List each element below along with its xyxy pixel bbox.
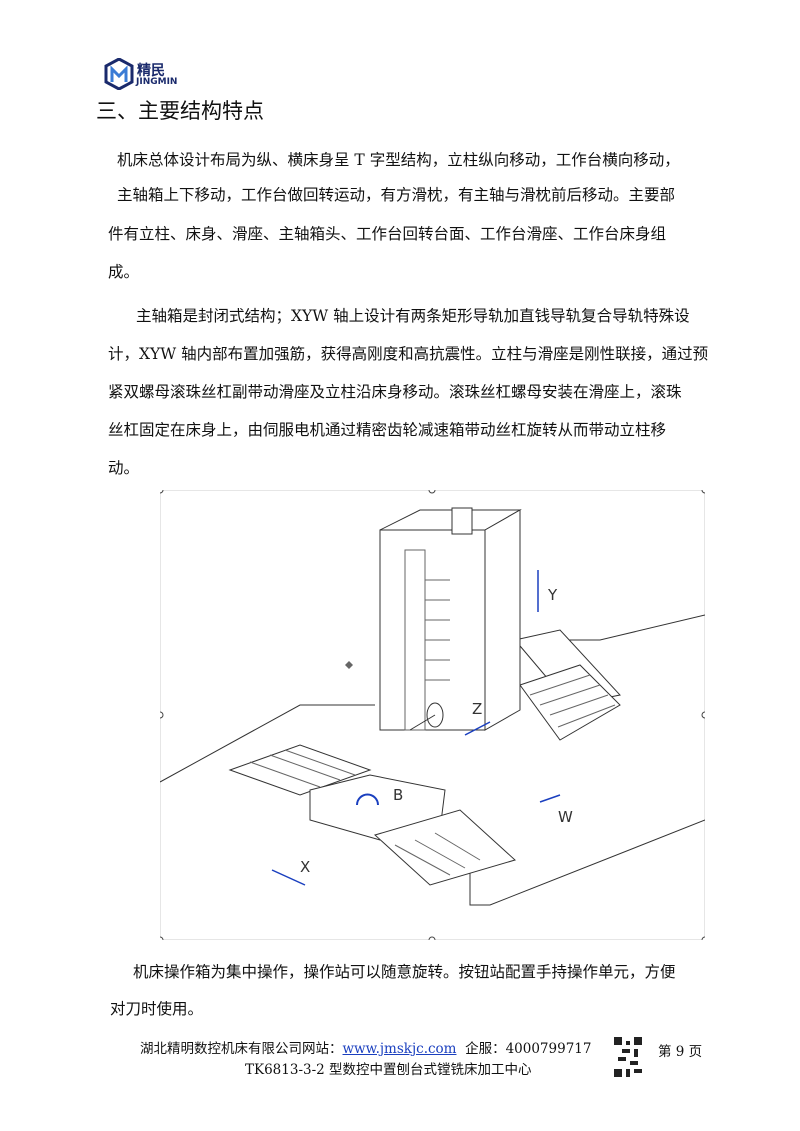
company-logo: 精民 JINGMIN — [104, 57, 194, 94]
section-heading: 三、主要结构特点 — [96, 99, 264, 123]
qr-code-icon — [614, 1037, 642, 1077]
paragraph2-line: 计，XYW 轴内部布置加强筋，获得高刚度和高抗震性。立柱与滑座是刚性联接，通过预 — [108, 345, 709, 363]
paragraph2-line: 动。 — [108, 459, 140, 477]
logo-text-en: JINGMIN — [136, 77, 178, 87]
paragraph2-line: 主轴箱是封闭式结构；XYW 轴上设计有两条矩形导轨加直钱导轨复合导轨特殊设 — [136, 307, 690, 325]
paragraph3-line: 对刀时使用。 — [110, 1000, 204, 1018]
logo-text-cn: 精民 — [137, 63, 165, 79]
paragraph2-line: 紧双螺母滚珠丝杠副带动滑座及立柱沿床身移动。滚珠丝杠螺母安装在滑座上，滚珠 — [108, 383, 682, 401]
footer-company: 湖北精明数控机床有限公司网站： — [140, 1041, 343, 1057]
footer-service-phone: 企服：4000799717 — [465, 1041, 592, 1057]
paragraph1-line: 机床总体设计布局为纵、横床身呈 T 字型结构，立柱纵向移动，工作台横向移动， — [117, 151, 680, 169]
axis-label-b: B — [393, 786, 404, 804]
paragraph1-line: 主轴箱上下移动，工作台做回转运动，有方滑枕，有主轴与滑枕前后移动。主要部 — [117, 186, 676, 204]
logo-hexagon-icon — [104, 57, 134, 91]
page-number: 第 9 页 — [658, 1044, 703, 1060]
axis-label-x: X — [300, 858, 311, 876]
paragraph1-line: 件有立柱、床身、滑座、主轴箱头、工作台回转台面、工作台滑座、工作台床身组 — [108, 225, 667, 243]
axis-label-z: Z — [472, 700, 483, 718]
footer-model: TK6813-3-2 型数控中置刨台式镗铣床加工中心 — [245, 1062, 532, 1078]
footer-company-line: 湖北精明数控机床有限公司网站：www.jmskjc.com 企服：4000799… — [140, 1037, 591, 1057]
paragraph2-line: 丝杠固定在床身上，由伺服电机通过精密齿轮减速箱带动丝杠旋转从而带动立柱移 — [108, 421, 667, 439]
axis-label-w: W — [558, 808, 573, 826]
paragraph3-line: 机床操作箱为集中操作，操作站可以随意旋转。按钮站配置手持操作单元，方便 — [133, 963, 676, 981]
footer-website-link[interactable]: www.jmskjc.com — [342, 1041, 457, 1057]
machine-structure-diagram: Y Z B W X — [156, 486, 709, 944]
paragraph1-line: 成。 — [108, 263, 140, 281]
axis-label-y: Y — [548, 586, 558, 604]
